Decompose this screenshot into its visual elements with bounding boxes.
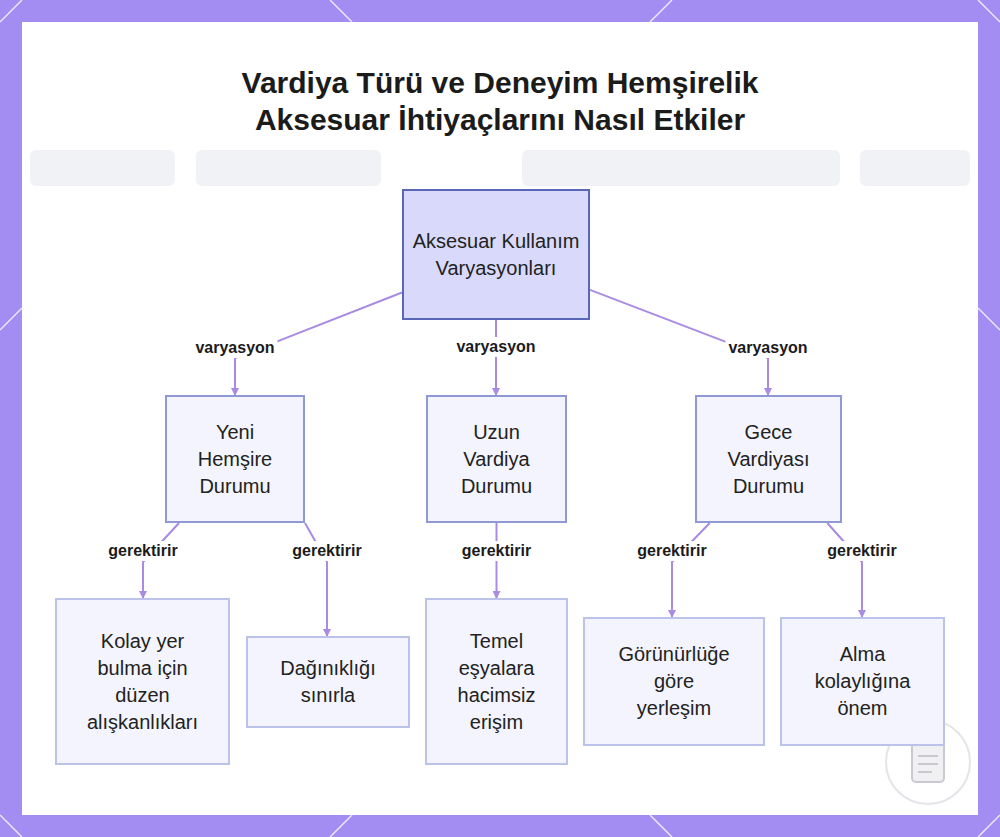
connector <box>305 523 327 636</box>
connector <box>827 523 862 617</box>
node-text: Temel eşyalara hacimsiz erişim <box>438 628 556 736</box>
process-box: Alma kolaylığına önem <box>780 617 945 746</box>
process-box: Dağınıklığı sınırla <box>246 636 410 728</box>
process-box: Kolay yer bulma için düzen alışkanlıklar… <box>55 598 230 765</box>
node-text: Görünürlüğe göre yerleşim <box>614 641 734 722</box>
root-box: Aksesuar Kullanım Varyasyonları <box>402 189 590 320</box>
node-text: Uzun Vardiya Durumu <box>441 419 553 500</box>
edge-label: varyasyon <box>725 338 810 358</box>
process-box: Yeni Hemşire Durumu <box>165 395 305 523</box>
node-text: Aksesuar Kullanım Varyasyonları <box>412 228 580 282</box>
node-text: Alma kolaylığına önem <box>803 641 923 722</box>
edge-label: gerektirir <box>634 541 709 561</box>
process-box: Gece Vardiyası Durumu <box>695 395 842 523</box>
connector <box>672 523 710 617</box>
edge-label: gerektirir <box>105 541 180 561</box>
process-box: Görünürlüğe göre yerleşim <box>583 617 765 746</box>
diagram-title: Vardiya Türü ve Deneyim Hemşirelik Akses… <box>190 64 810 138</box>
edge-label: gerektirir <box>289 541 364 561</box>
edge-label: gerektirir <box>459 541 534 561</box>
node-text: Gece Vardiyası Durumu <box>710 419 828 500</box>
node-text: Yeni Hemşire Durumu <box>179 419 291 500</box>
edge-label: varyasyon <box>192 338 277 358</box>
node-text: Dağınıklığı sınırla <box>268 655 388 709</box>
node-text: Kolay yer bulma için düzen alışkanlıklar… <box>77 628 209 736</box>
edge-label: varyasyon <box>453 337 538 357</box>
process-box: Temel eşyalara hacimsiz erişim <box>425 598 568 765</box>
edge-label: gerektirir <box>824 541 899 561</box>
process-box: Uzun Vardiya Durumu <box>426 395 567 523</box>
connector <box>495 320 497 395</box>
